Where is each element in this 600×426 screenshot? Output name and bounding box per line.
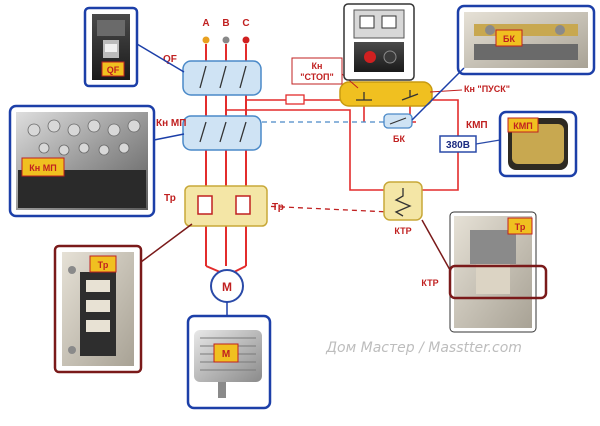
fuse-symbol <box>285 94 305 105</box>
ktr-photo-label: КТР <box>421 278 438 288</box>
ktr-photo-link <box>421 219 451 271</box>
qf-photo-link <box>136 43 185 73</box>
start-pointer <box>429 89 463 93</box>
bk-label: БК <box>393 134 405 144</box>
stop-start-block <box>339 81 433 107</box>
coil-voltage: 380В <box>446 140 470 151</box>
qf-breaker-symbol <box>182 60 262 96</box>
ktr-symbol-label: КТР <box>394 226 411 236</box>
start-button-label: Кн "ПУСК" <box>464 84 510 94</box>
coil-pointer <box>475 139 501 145</box>
block-contact-switch <box>389 117 407 125</box>
kmp-label: КМП <box>466 120 488 131</box>
phase-b-label: B <box>222 18 229 29</box>
qf-photo-label: QF <box>107 65 120 75</box>
button-station-photo <box>343 3 415 81</box>
phase-a-label: A <box>202 18 209 29</box>
stop-label-box <box>291 57 343 85</box>
motor-symbol-label: M <box>222 280 232 294</box>
phase-a-terminal <box>202 36 210 44</box>
tr-ktr-photo-label: Тр <box>515 222 526 232</box>
mechanical-links <box>261 121 391 213</box>
button-contacts <box>356 90 419 101</box>
ktr-contact-symbol <box>383 181 423 221</box>
kn-mp-switch-symbol <box>182 115 262 151</box>
ktr-contact-switch <box>394 188 412 217</box>
coil-photo <box>498 110 578 178</box>
kn-mp-contacts <box>199 121 247 143</box>
motor-photo-label: M <box>222 349 230 360</box>
phase-b-terminal <box>222 36 230 44</box>
stop-label-kn: Кн <box>312 61 323 71</box>
thermal-relay-photo <box>53 244 143 374</box>
bk-photo-link <box>411 67 465 121</box>
kmp-photo-label: КМП <box>513 121 532 131</box>
ktr-relay-photo <box>448 211 548 333</box>
kn-mp-label: Кн МП <box>156 118 186 129</box>
kn-mp-switch-photo <box>8 104 156 218</box>
kn-mp-photo-label: Кн МП <box>29 163 56 173</box>
tr-photo-label: Тр <box>98 260 109 270</box>
tr-photo-link <box>140 223 193 263</box>
kn-mp-photo-link <box>153 133 185 141</box>
watermark: Дом Мастер / Masstter.com <box>325 340 522 356</box>
qf-label: QF <box>163 54 177 65</box>
tr-label-right: Тр <box>272 202 284 213</box>
thermal-relay-elements <box>197 195 251 215</box>
qf-switch-contacts <box>199 65 247 89</box>
phase-c-label: C <box>242 18 249 29</box>
tr-label-left: Тр <box>164 193 176 204</box>
motor-photo <box>186 314 272 410</box>
block-contact-photo <box>456 4 596 76</box>
qf-breaker-photo <box>83 6 139 88</box>
bk-photo-label: БК <box>503 34 515 44</box>
stop-label: "СТОП" <box>300 72 334 82</box>
phase-terminals <box>202 36 250 44</box>
phase-c-terminal <box>242 36 250 44</box>
